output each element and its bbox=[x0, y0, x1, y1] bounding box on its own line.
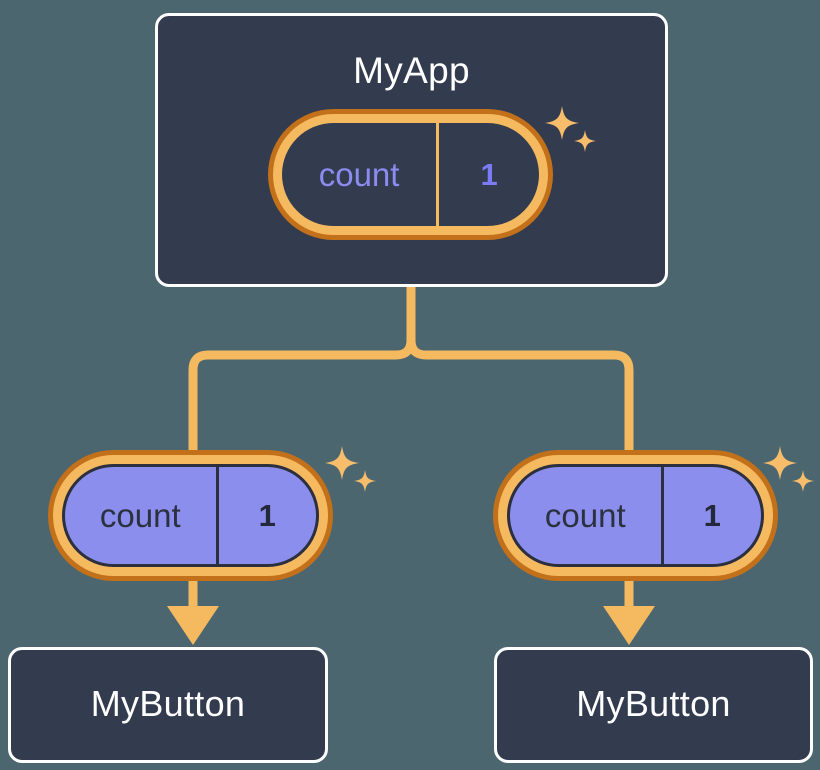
state-pill-ring-inner: count 1 bbox=[53, 455, 328, 576]
state-pill-key: count bbox=[99, 496, 181, 534]
state-pill-divider bbox=[436, 123, 440, 226]
state-pill-key: count bbox=[544, 496, 626, 534]
sparkle-star-small bbox=[792, 470, 814, 492]
sparkle-star-large bbox=[763, 446, 797, 480]
state-pill-body: count 1 bbox=[282, 123, 539, 226]
state-pill-value: 1 bbox=[258, 497, 276, 533]
sparkle-star-large bbox=[325, 446, 359, 480]
state-pill-value: 1 bbox=[480, 156, 498, 192]
state-pill-left[interactable]: count 1 bbox=[48, 450, 333, 581]
state-pill-divider bbox=[215, 467, 219, 564]
state-pill-app[interactable]: count 1 bbox=[268, 109, 553, 240]
button-component-title: MyButton bbox=[90, 683, 246, 724]
state-pill-body: count 1 bbox=[62, 464, 319, 567]
button-component-title: MyButton bbox=[576, 683, 731, 724]
tree-connector-path bbox=[188, 282, 634, 457]
sparkle-icon-left bbox=[325, 446, 376, 492]
state-pill-body: count 1 bbox=[507, 464, 764, 567]
state-pill-right[interactable]: count 1 bbox=[493, 450, 778, 581]
arrow-head-left bbox=[167, 606, 219, 645]
state-pill-value: 1 bbox=[703, 497, 721, 533]
state-pill-ring-inner: count 1 bbox=[498, 455, 773, 576]
state-pill-divider bbox=[660, 467, 664, 564]
state-pill-ring-inner: count 1 bbox=[273, 114, 548, 235]
button-component-card-left[interactable]: MyButton bbox=[8, 647, 328, 763]
sparkle-star-small bbox=[354, 470, 376, 492]
state-pill-key: count bbox=[318, 155, 400, 193]
app-component-title: MyApp bbox=[353, 50, 470, 91]
arrow-head-right bbox=[603, 606, 655, 645]
button-component-card-right[interactable]: MyButton bbox=[494, 647, 813, 763]
